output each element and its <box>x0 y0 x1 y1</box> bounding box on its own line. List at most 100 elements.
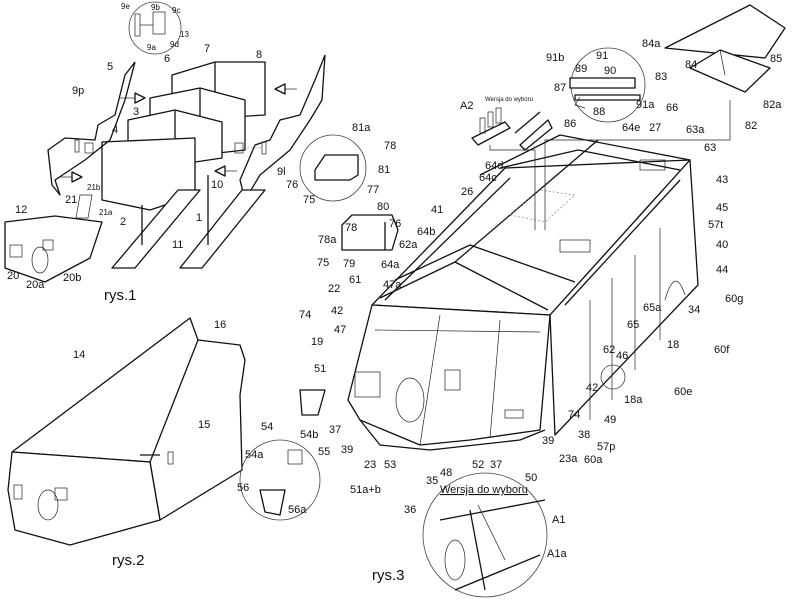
part-label: 6 <box>164 53 170 65</box>
part-label: A2 <box>460 100 473 112</box>
part-label: 9a <box>147 43 156 52</box>
part-label: 64a <box>381 259 400 271</box>
part-label: 8 <box>256 49 262 61</box>
figure-caption: rys.3 <box>372 567 405 584</box>
part-label: 39 <box>341 444 353 456</box>
part-label: 51 <box>314 363 326 375</box>
part-label: 38 <box>578 429 590 441</box>
part-label: 9b <box>151 3 160 12</box>
part-label: 41 <box>431 204 443 216</box>
part-label: 14 <box>73 349 85 361</box>
part-label: 81a <box>352 122 371 134</box>
part-label: 64e <box>622 122 640 134</box>
part-label: 57t <box>708 219 723 231</box>
part-label: 9l <box>277 166 286 178</box>
part-label: 9e <box>121 2 130 11</box>
part-label: 84a <box>642 38 661 50</box>
part-label: 78a <box>318 234 337 246</box>
figure-3-labels: 84a 85 83 84 91b 91 89 90 87 91a 88 86 6… <box>237 38 782 584</box>
part-label: 1 <box>196 212 202 224</box>
part-label: 20a <box>26 279 45 291</box>
part-label: 21b <box>87 183 101 192</box>
figure-2-body-shell <box>7 317 246 546</box>
part-label: 76 <box>389 218 401 230</box>
part-label: 61 <box>349 274 361 286</box>
part-label: 42 <box>331 305 343 317</box>
part-label: 44 <box>716 264 728 276</box>
part-label: 56 <box>237 482 249 494</box>
part-label: 86 <box>564 118 576 130</box>
part-label: 19 <box>311 336 323 348</box>
part-label: 48 <box>440 467 452 479</box>
part-label: 47a <box>383 279 402 291</box>
part-label: 51a+b <box>350 484 381 496</box>
part-label: 18 <box>667 339 679 351</box>
part-label: 91b <box>546 52 564 64</box>
figure-1-exploded-frame <box>4 1 326 283</box>
optional-version-note: Wersja do wyboru <box>440 484 528 496</box>
part-label: 52 <box>472 459 484 471</box>
part-label: 56a <box>288 504 307 516</box>
part-label: 88 <box>593 106 605 118</box>
part-label: 46 <box>616 350 628 362</box>
part-label: 54 <box>261 421 273 433</box>
part-label: 60e <box>674 386 692 398</box>
part-label: 81 <box>378 164 390 176</box>
part-label: 55 <box>318 446 330 458</box>
part-label: 91a <box>636 99 655 111</box>
part-label: 20 <box>7 270 19 282</box>
part-label: 9d <box>170 40 179 49</box>
part-label: 54a <box>245 449 264 461</box>
part-label: 60g <box>725 293 743 305</box>
part-label: 47 <box>334 324 346 336</box>
part-label: 64d <box>485 160 503 172</box>
part-label: 43 <box>716 174 728 186</box>
part-label: 79 <box>343 258 355 270</box>
part-label: 83 <box>655 71 667 83</box>
part-label: 42 <box>586 382 598 394</box>
part-label: 63 <box>704 142 716 154</box>
part-label: 26 <box>461 186 473 198</box>
part-label: 15 <box>198 419 210 431</box>
part-label: 16 <box>214 319 226 331</box>
figure-2-labels: 16 14 15 rys.2 <box>73 319 226 569</box>
part-label: 64b <box>417 226 435 238</box>
part-label: 23 <box>364 459 376 471</box>
part-label: 63a <box>686 124 705 136</box>
part-label: 82 <box>745 120 757 132</box>
part-label: 54b <box>300 429 318 441</box>
part-label: 22 <box>328 283 340 295</box>
figure-1-labels: 9e 9b 9c 13 9a 9d 7 8 6 5 9p 3 4 9l 10 2… <box>7 2 286 304</box>
part-label: 90 <box>604 65 616 77</box>
figure-caption: rys.2 <box>112 552 145 569</box>
part-label: 27 <box>649 122 661 134</box>
part-label: A1 <box>552 514 565 526</box>
part-label: 57p <box>597 441 615 453</box>
part-label: 23a <box>559 453 578 465</box>
part-label: 74 <box>568 409 580 421</box>
part-label: 89 <box>575 63 587 75</box>
part-label: 65 <box>627 319 639 331</box>
figure-3-bus-body <box>239 4 786 598</box>
part-label: 60a <box>584 454 603 466</box>
part-label: 62 <box>603 344 615 356</box>
part-label: 75 <box>317 257 329 269</box>
part-label: 13 <box>180 30 189 39</box>
part-label: 35 <box>426 475 438 487</box>
part-label: 39 <box>542 435 554 447</box>
part-label: 87 <box>554 82 566 94</box>
part-label: 45 <box>716 202 728 214</box>
part-label: 2 <box>120 216 126 228</box>
part-label: 60f <box>714 344 730 356</box>
part-label: 40 <box>716 239 728 251</box>
part-label: 62a <box>399 239 418 251</box>
part-label: 91 <box>596 50 608 62</box>
part-label: 66 <box>666 102 678 114</box>
part-label: 85 <box>770 53 782 65</box>
part-label: 37 <box>329 424 341 436</box>
part-label: 18a <box>624 394 643 406</box>
part-label: 80 <box>377 201 389 213</box>
part-label: 5 <box>107 61 113 73</box>
part-label: 12 <box>15 204 27 216</box>
